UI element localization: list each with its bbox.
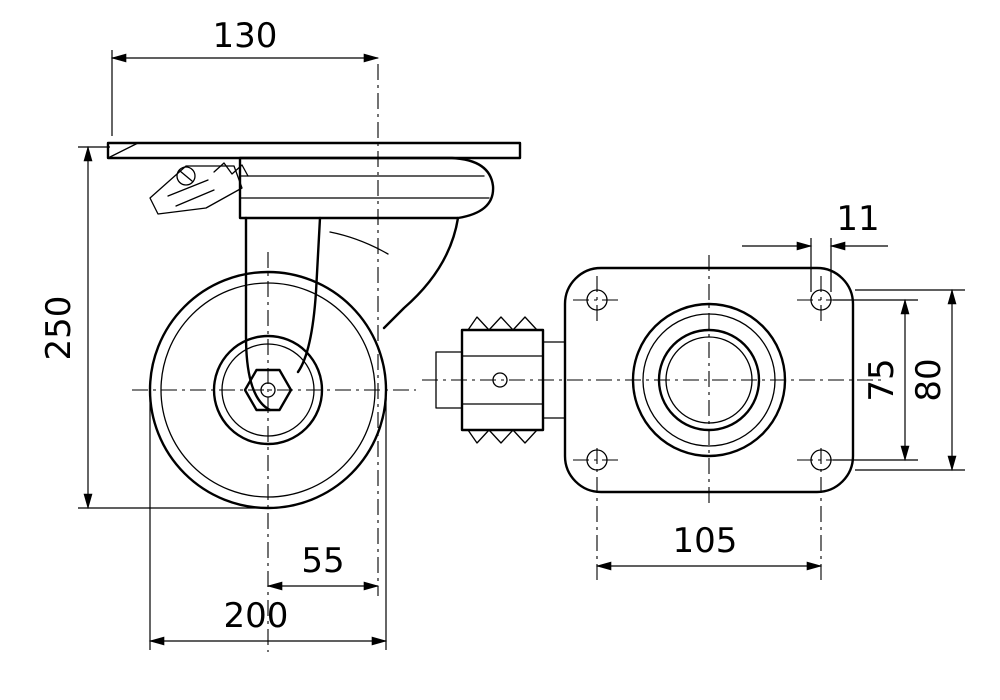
top-view-centerlines <box>422 255 884 505</box>
dimension-plate-span-vertical: 80 <box>855 288 965 472</box>
dimension-hole-diameter: 11 <box>742 199 888 292</box>
swivel-head <box>238 156 495 220</box>
brake-lever <box>149 162 249 215</box>
dimension-label: 55 <box>301 541 344 581</box>
fork <box>244 216 460 412</box>
dimension-label: 250 <box>39 296 79 361</box>
dimension-wheel-diameter: 200 <box>148 398 388 650</box>
dimension-plate-length: 130 <box>110 16 380 136</box>
dimension-label: 105 <box>673 521 738 561</box>
dimension-overall-height: 250 <box>39 145 265 510</box>
dimension-hole-spacing-vertical: 75 <box>833 298 918 462</box>
dimension-label: 11 <box>836 199 879 239</box>
dimension-hole-spacing-horizontal: 105 <box>595 448 823 580</box>
mounting-plate-side <box>106 141 522 186</box>
top-view: 11 75 80 105 <box>422 199 965 580</box>
plate-bolt <box>176 166 196 186</box>
dimension-label: 75 <box>862 358 902 401</box>
axle-hex-nut <box>243 368 293 412</box>
dimension-label: 80 <box>909 358 949 401</box>
side-view: 130 250 55 200 <box>39 16 522 652</box>
dimension-label: 130 <box>213 16 278 56</box>
dimension-swivel-offset: 55 <box>266 541 380 591</box>
side-view-centerlines <box>132 64 416 652</box>
dimension-label: 200 <box>224 596 289 636</box>
